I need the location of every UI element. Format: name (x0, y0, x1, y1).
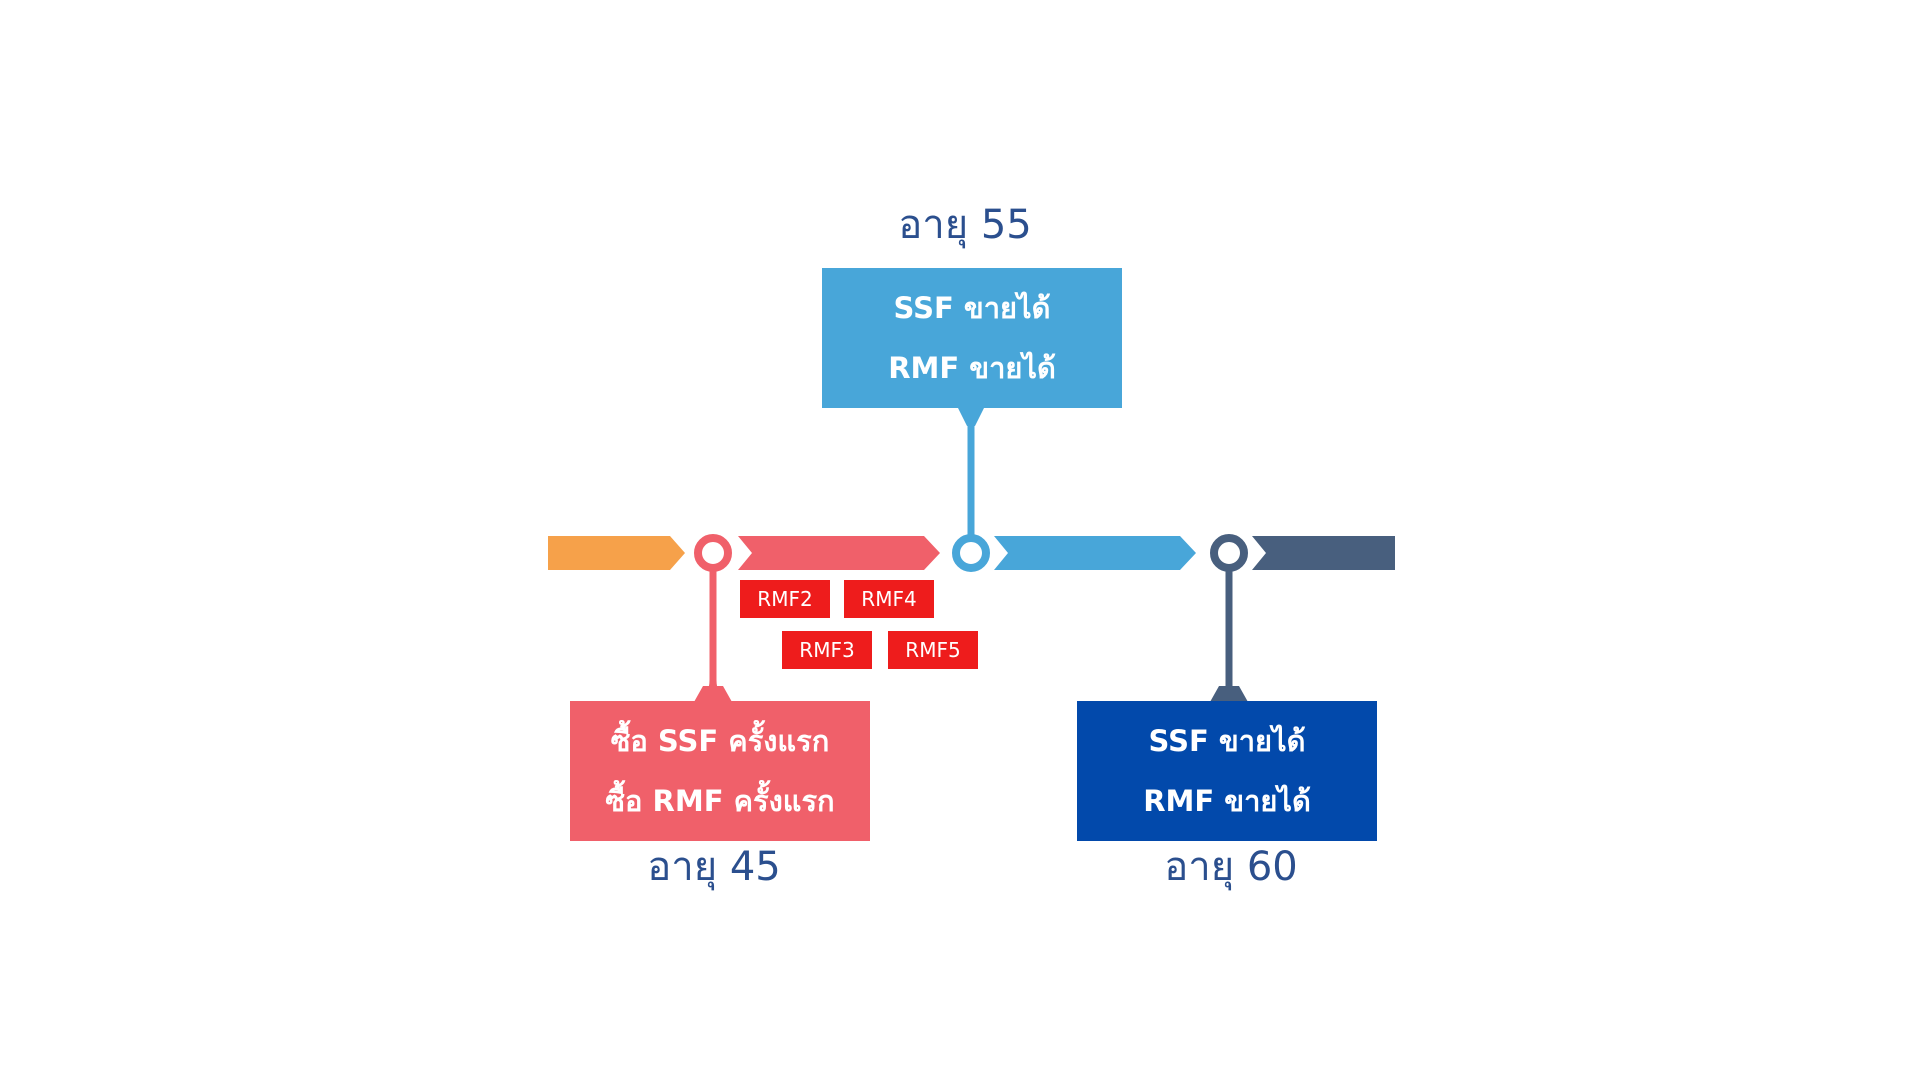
milestone-box-age-55: SSF ขายได้ RMF ขายได้ (822, 268, 1122, 408)
milestone-line: ซื้อ SSF ครั้งแรก (610, 724, 830, 758)
milestone-line: RMF ขายได้ (1143, 784, 1311, 818)
node-ring-age-60 (1210, 534, 1248, 572)
timeline-segment-sky (994, 536, 1196, 570)
node-ring-age-55 (952, 534, 990, 572)
milestone-line: RMF ขายได้ (888, 351, 1056, 385)
milestone-line: ซื้อ RMF ครั้งแรก (605, 784, 835, 818)
node-ring-age-45 (694, 534, 732, 572)
connector-flare-age-55 (958, 408, 984, 426)
timeline-segment-orange (548, 536, 685, 570)
rmf-tag: RMF4 (844, 580, 934, 618)
connector-age-45 (696, 566, 730, 704)
connector-flare-age-60 (1210, 686, 1248, 702)
rmf-tag: RMF2 (740, 580, 830, 618)
timeline-segment-slate (1252, 536, 1395, 570)
milestone-line: SSF ขายได้ (1148, 724, 1306, 758)
age-label-55: อายุ 55 (898, 202, 1032, 248)
milestone-line: SSF ขายได้ (893, 291, 1051, 325)
connector-flare-age-45 (694, 686, 732, 702)
age-label-60: อายุ 60 (1164, 844, 1298, 890)
age-label-45: อายุ 45 (647, 844, 781, 890)
rmf-tag: RMF5 (888, 631, 978, 669)
rmf-tag: RMF3 (782, 631, 872, 669)
milestone-box-age-45: ซื้อ SSF ครั้งแรก ซื้อ RMF ครั้งแรก (570, 701, 870, 841)
timeline-segment-coral (738, 536, 940, 570)
milestone-box-age-60: SSF ขายได้ RMF ขายได้ (1077, 701, 1377, 841)
